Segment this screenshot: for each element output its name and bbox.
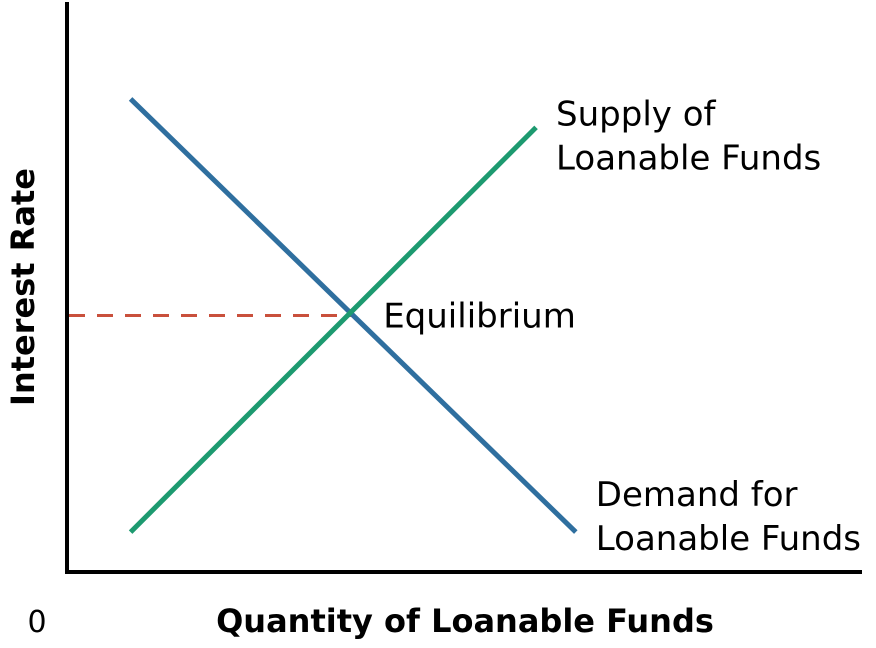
equilibrium-label: Equilibrium <box>383 297 576 337</box>
supply-curve <box>128 125 538 534</box>
supply-curve-label-line: Loanable Funds <box>556 138 821 178</box>
demand-curve-label-line: Demand for <box>596 475 798 515</box>
supply-curve-label-line: Supply of <box>556 94 716 134</box>
demand-curve <box>128 97 578 534</box>
origin-label: 0 <box>27 605 46 640</box>
plot-area <box>69 97 578 534</box>
axes <box>65 2 862 574</box>
y-axis-label: Interest Rate <box>4 168 42 406</box>
x-axis-label: Quantity of Loanable Funds <box>216 602 714 640</box>
demand-curve-label-line: Loanable Funds <box>596 519 861 559</box>
